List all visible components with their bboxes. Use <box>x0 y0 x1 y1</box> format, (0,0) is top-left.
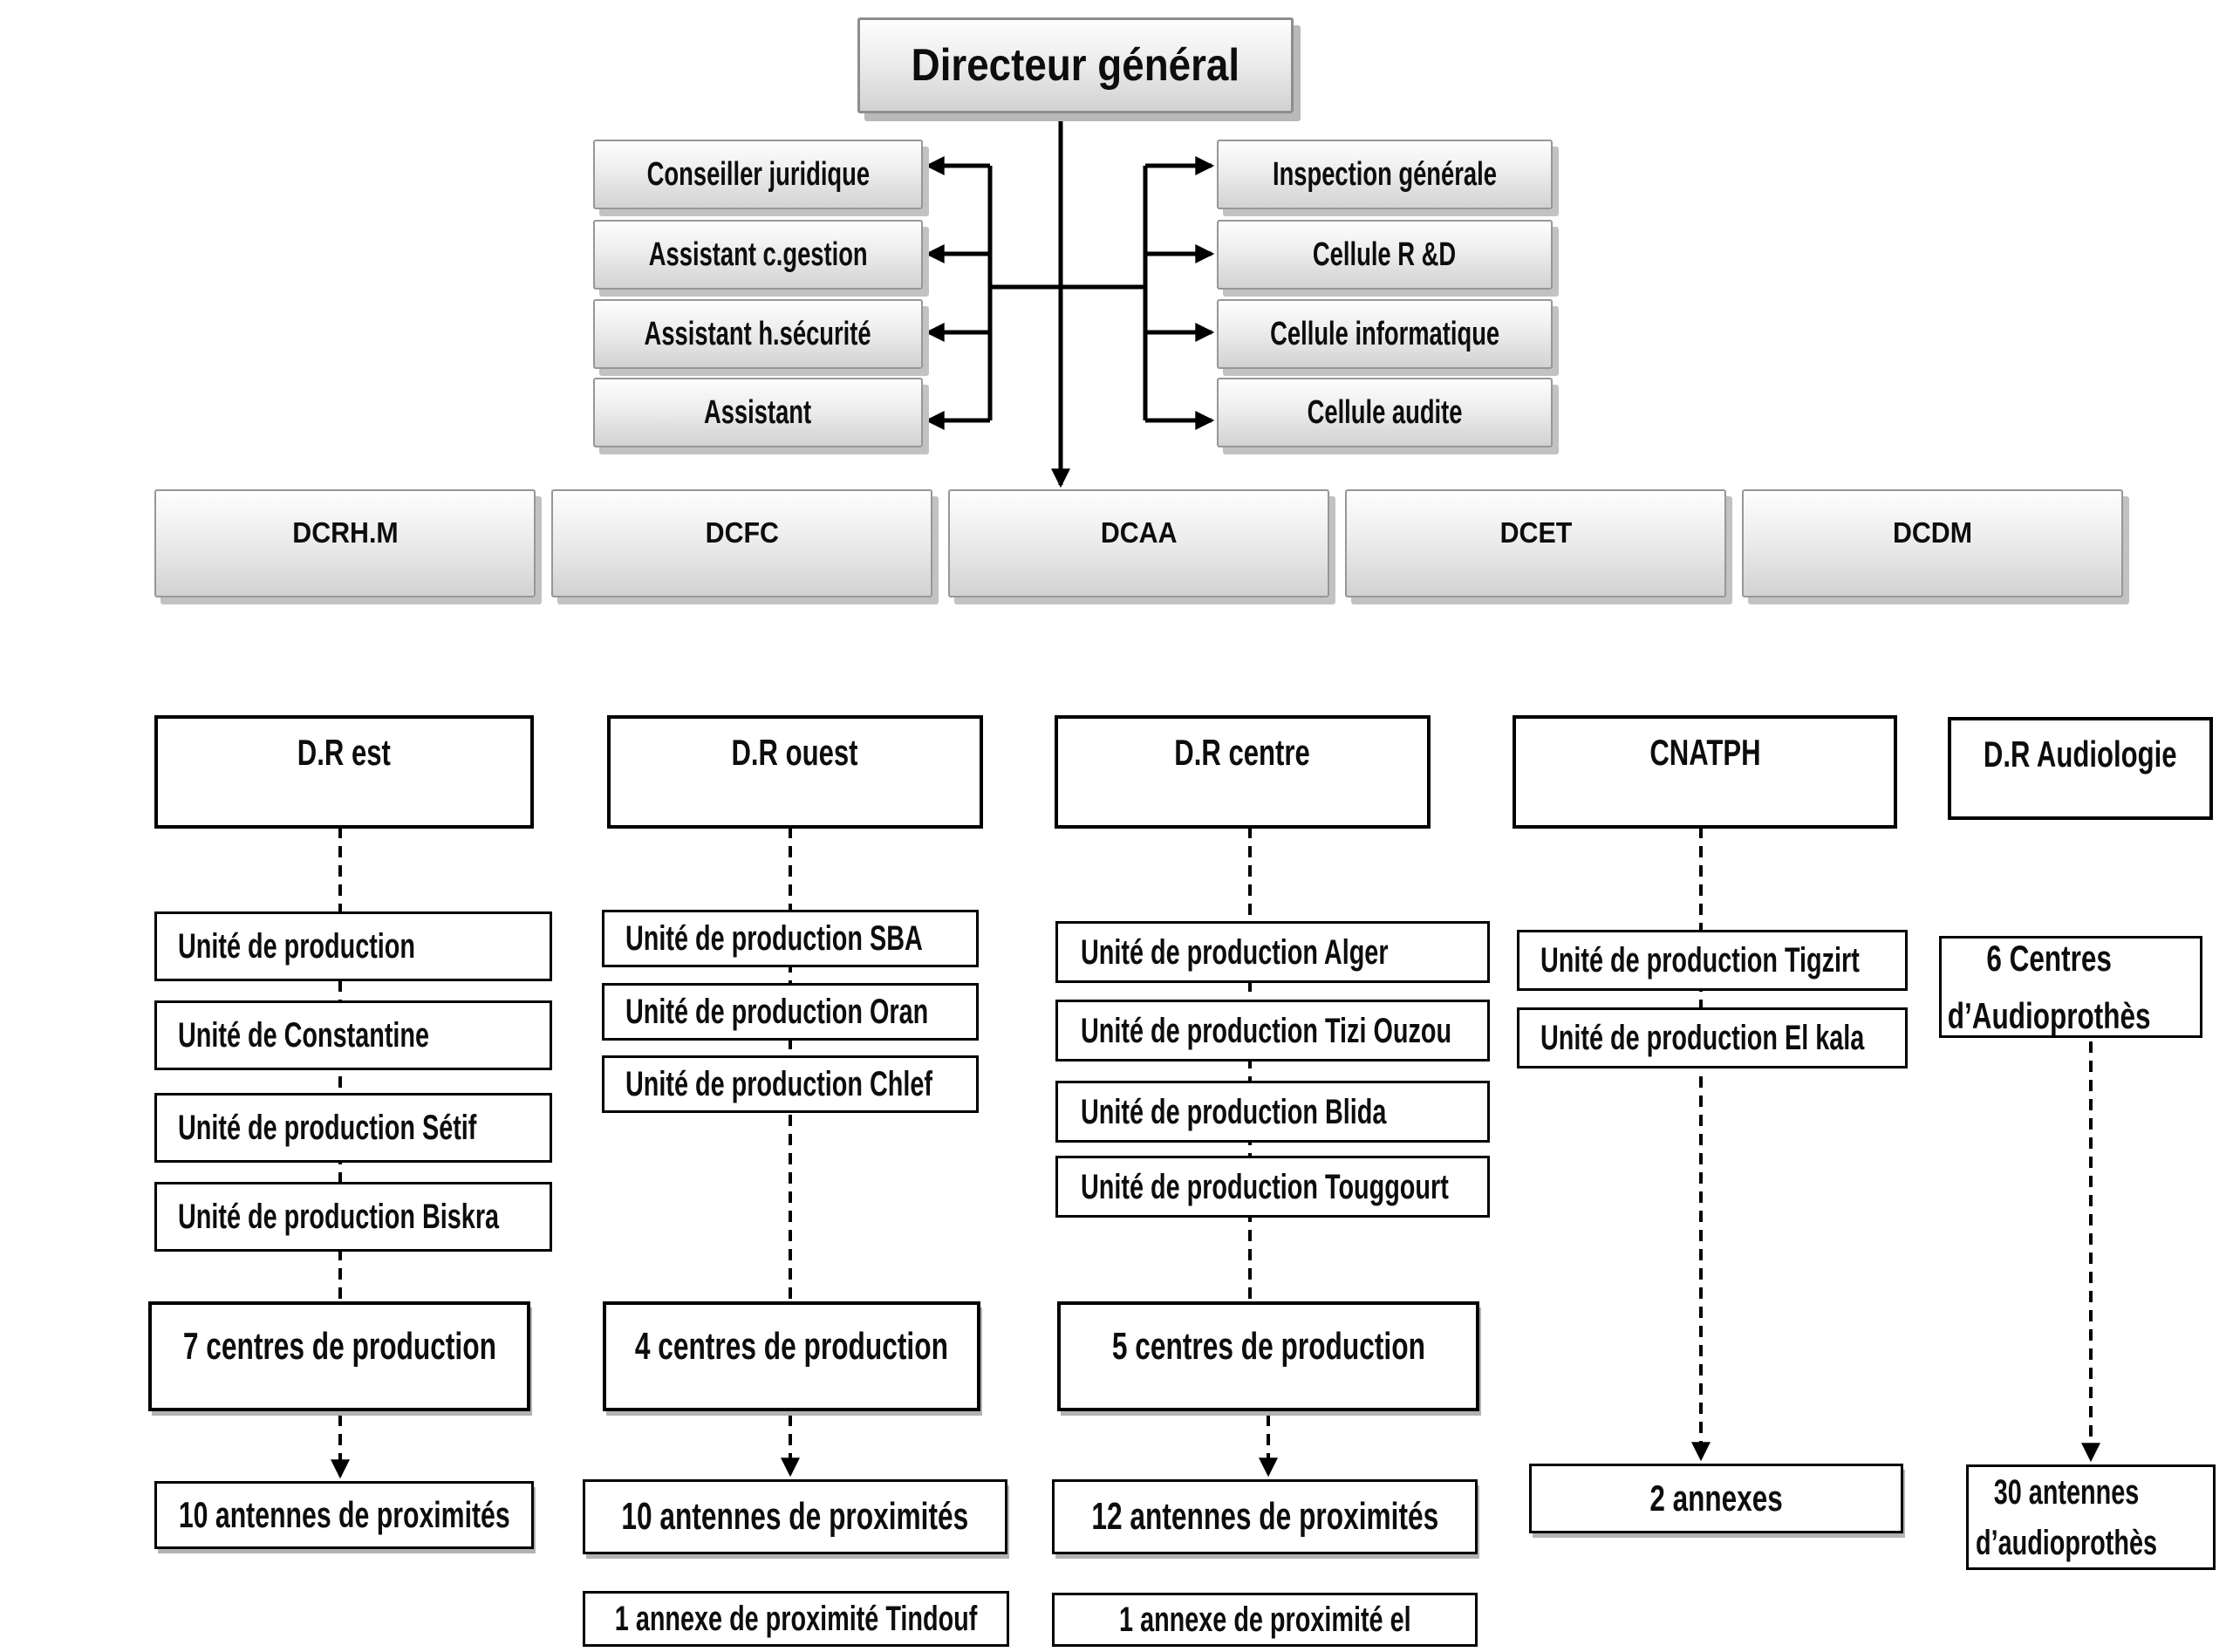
dept-dcaa-label: DCAA <box>1100 515 1178 549</box>
assistant-cgestion-box: Assistant c.gestion <box>593 220 923 290</box>
cellule-informatique-label: Cellule informatique <box>1269 316 1500 352</box>
antennes-ouest-box: 10 antennes de proximités <box>583 1479 1007 1554</box>
assistant-box: Assistant <box>593 378 923 447</box>
region-dr-est-box: D.R est <box>154 715 534 829</box>
dept-dcet-box: DCET <box>1345 489 1726 597</box>
annexe-tindouf-box: 1 annexe de proximité Tindouf <box>583 1591 1009 1647</box>
region-dr-centre-box: D.R centre <box>1055 715 1431 829</box>
annexe-el-box: 1 annexe de proximité el <box>1052 1593 1478 1647</box>
unit-label: Unité de production Sétif <box>178 1109 477 1147</box>
unit-box: Unité de production Tigzirt <box>1517 930 1908 991</box>
unit-box: Unité de production <box>154 911 552 981</box>
unit-label: Unité de production SBA <box>625 919 923 958</box>
unit-box: Unité de production Biskra <box>154 1182 552 1252</box>
inspection-generale-box: Inspection générale <box>1217 140 1553 209</box>
centres-production-centre-box: 5 centres de production <box>1057 1301 1479 1411</box>
annexes-cnatph-box: 2 annexes <box>1529 1464 1903 1533</box>
annexes-cnatph-label: 2 annexes <box>1649 1478 1783 1519</box>
region-dr-est-label: D.R est <box>297 732 392 773</box>
cellule-audite-box: Cellule audite <box>1217 378 1553 447</box>
unit-box: Unité de production SBA <box>602 910 979 967</box>
unit-box: Unité de production Tizi Ouzou <box>1055 1000 1490 1062</box>
cellule-rd-label: Cellule R &D <box>1313 236 1457 273</box>
unit-box: Unité de production Sétif <box>154 1093 552 1163</box>
unit-box: Unité de production Blida <box>1055 1081 1490 1143</box>
inspection-generale-label: Inspection générale <box>1273 156 1497 193</box>
assistant-cgestion-label: Assistant c.gestion <box>648 236 868 273</box>
dept-dcrhm-label: DCRH.M <box>291 515 399 549</box>
assistant-label: Assistant <box>704 394 812 431</box>
antennes-centre-box: 12 antennes de proximités <box>1052 1479 1478 1554</box>
unit-label: Unité de production Tigzirt <box>1540 941 1860 980</box>
unit-label: Unité de production Touggourt <box>1081 1167 1449 1206</box>
cellule-audite-label: Cellule audite <box>1307 394 1463 431</box>
dept-dcfc-box: DCFC <box>551 489 932 597</box>
cellule-rd-box: Cellule R &D <box>1217 220 1553 290</box>
directeur-general-box: Directeur général <box>857 17 1294 113</box>
region-dr-audiologie-box: D.R Audiologie <box>1948 717 2213 820</box>
unit-label: Unité de production Biskra <box>178 1198 500 1236</box>
unit-box: Unité de production El kala <box>1517 1007 1908 1068</box>
unit-label: Unité de production <box>178 927 415 966</box>
antennes-centre-label: 12 antennes de proximités <box>1091 1495 1438 1538</box>
centres-production-est-label: 7 centres de production <box>182 1325 496 1368</box>
annexe-tindouf-label: 1 annexe de proximité Tindouf <box>614 1600 978 1638</box>
antennes-audiologie-label: 30 antennes d’audioprothès <box>1975 1472 2157 1562</box>
centres-production-ouest-label: 4 centres de production <box>634 1325 949 1368</box>
centres-audioprothese-label: 6 Centres d’Audioprothès <box>1947 938 2151 1036</box>
unit-box: Unité de production Touggourt <box>1055 1156 1490 1218</box>
centres-production-centre-label: 5 centres de production <box>1111 1325 1425 1368</box>
unit-label: Unité de production El kala <box>1540 1019 1865 1057</box>
antennes-est-label: 10 antennes de proximités <box>178 1494 510 1535</box>
centres-production-ouest-box: 4 centres de production <box>603 1301 980 1411</box>
unit-box: Unité de production Oran <box>602 983 979 1041</box>
dept-dcet-label: DCET <box>1499 515 1572 549</box>
conseiller-juridique-label: Conseiller juridique <box>646 156 870 193</box>
dept-dcrhm-box: DCRH.M <box>154 489 536 597</box>
conseiller-juridique-box: Conseiller juridique <box>593 140 923 209</box>
antennes-ouest-label: 10 antennes de proximités <box>621 1495 969 1538</box>
dept-dcfc-label: DCFC <box>705 515 779 549</box>
annexe-el-label: 1 annexe de proximité el <box>1118 1601 1411 1639</box>
unit-label: Unité de production Alger <box>1081 932 1389 972</box>
assistant-hsecurite-box: Assistant h.sécurité <box>593 299 923 369</box>
antennes-est-box: 10 antennes de proximités <box>154 1481 534 1549</box>
directeur-general-label: Directeur général <box>911 40 1240 91</box>
assistant-hsecurite-label: Assistant h.sécurité <box>644 316 872 352</box>
unit-label: Unité de production Oran <box>625 993 929 1031</box>
antennes-audiologie-box: 30 antennes d’audioprothès <box>1966 1464 2216 1570</box>
unit-label: Unité de production Chlef <box>625 1065 932 1103</box>
region-cnatph-box: CNATPH <box>1513 715 1897 829</box>
unit-box: Unité de Constantine <box>154 1000 552 1070</box>
cellule-informatique-box: Cellule informatique <box>1217 299 1553 369</box>
unit-label: Unité de production Blida <box>1081 1092 1387 1131</box>
region-dr-audiologie-label: D.R Audiologie <box>1984 734 2177 775</box>
dept-dcdm-label: DCDM <box>1892 515 1973 549</box>
dept-dcdm-box: DCDM <box>1742 489 2123 597</box>
region-cnatph-label: CNATPH <box>1649 732 1761 773</box>
unit-label: Unité de production Tizi Ouzou <box>1081 1011 1452 1050</box>
centres-audioprothese-box: 6 Centres d’Audioprothès <box>1939 936 2202 1038</box>
region-dr-ouest-label: D.R ouest <box>731 732 859 773</box>
dept-dcaa-box: DCAA <box>948 489 1329 597</box>
unit-box: Unité de production Chlef <box>602 1055 979 1113</box>
unit-label: Unité de Constantine <box>178 1016 430 1055</box>
unit-box: Unité de production Alger <box>1055 921 1490 983</box>
region-dr-centre-label: D.R centre <box>1174 732 1311 773</box>
region-dr-ouest-box: D.R ouest <box>607 715 983 829</box>
centres-production-est-box: 7 centres de production <box>148 1301 530 1411</box>
